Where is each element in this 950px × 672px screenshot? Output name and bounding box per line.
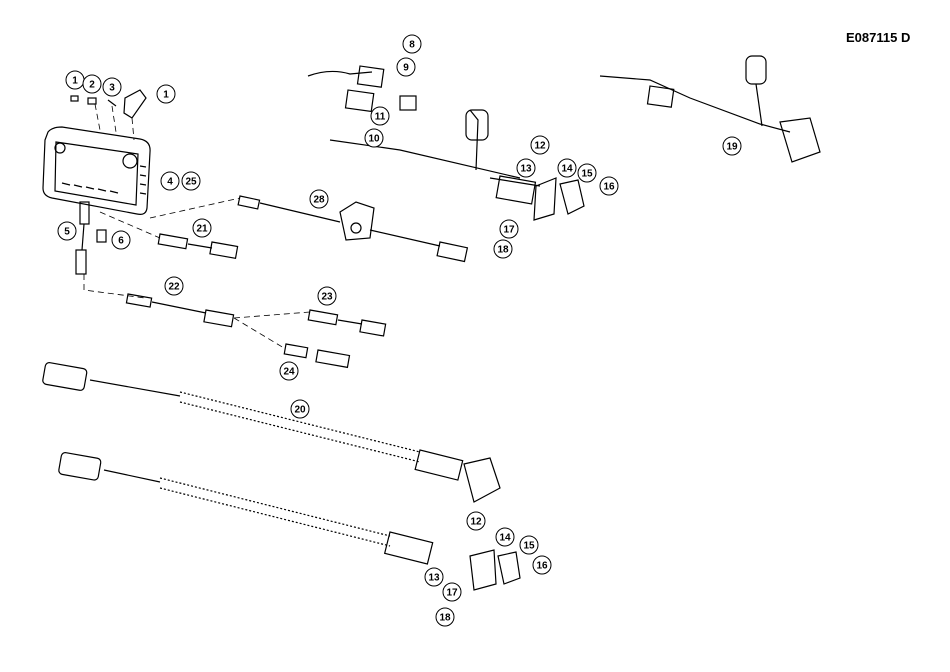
callout-16: 16 bbox=[600, 177, 618, 195]
callout-20: 20 bbox=[291, 400, 309, 418]
callout-label: 1 bbox=[163, 90, 169, 101]
callout-9: 9 bbox=[397, 58, 415, 76]
callout-label: 2 bbox=[89, 80, 95, 91]
callout-label: 1 bbox=[72, 76, 78, 87]
callout-label: 13 bbox=[428, 573, 440, 584]
callout-10: 10 bbox=[365, 129, 383, 147]
callout-label: 14 bbox=[561, 164, 573, 175]
callout-label: 9 bbox=[403, 63, 409, 74]
callout-13: 13 bbox=[425, 568, 443, 586]
cable-22 bbox=[126, 294, 385, 367]
callout-label: 4 bbox=[167, 177, 173, 188]
callout-label: 10 bbox=[368, 134, 380, 145]
callout-6: 6 bbox=[112, 231, 130, 249]
callout-label: 12 bbox=[470, 517, 482, 528]
callout-3: 3 bbox=[103, 78, 121, 96]
callout-label: 18 bbox=[497, 245, 509, 256]
callout-label: 15 bbox=[523, 541, 535, 552]
callout-label: 15 bbox=[581, 169, 593, 180]
callout-12: 12 bbox=[531, 136, 549, 154]
mount-parts bbox=[71, 90, 146, 140]
callout-24: 24 bbox=[280, 362, 298, 380]
callout-2: 2 bbox=[83, 75, 101, 93]
callout-label: 16 bbox=[536, 561, 548, 572]
callout-label: 14 bbox=[499, 533, 511, 544]
callout-18: 18 bbox=[436, 608, 454, 626]
callout-label: 18 bbox=[439, 613, 451, 624]
callout-label: 28 bbox=[313, 195, 325, 206]
harness-19 bbox=[600, 56, 820, 162]
callout-15: 15 bbox=[520, 536, 538, 554]
callout-5: 5 bbox=[58, 222, 76, 240]
callout-1: 1 bbox=[157, 85, 175, 103]
callout-label: 13 bbox=[520, 164, 532, 175]
callout-label: 23 bbox=[321, 292, 333, 303]
callout-14: 14 bbox=[496, 528, 514, 546]
callout-label: 5 bbox=[64, 227, 70, 238]
callout-8: 8 bbox=[403, 35, 421, 53]
callout-18: 18 bbox=[494, 240, 512, 258]
callout-17: 17 bbox=[443, 583, 461, 601]
callout-label: 12 bbox=[534, 141, 546, 152]
callout-1: 1 bbox=[66, 71, 84, 89]
callout-21: 21 bbox=[193, 219, 211, 237]
illustration bbox=[42, 56, 820, 590]
callout-28: 28 bbox=[310, 190, 328, 208]
callout-label: 11 bbox=[375, 112, 386, 123]
callout-label: 8 bbox=[409, 40, 415, 51]
callout-25: 25 bbox=[182, 172, 200, 190]
callout-17: 17 bbox=[500, 220, 518, 238]
callout-label: 16 bbox=[603, 182, 615, 193]
callout-label: 24 bbox=[283, 367, 295, 378]
callout-15: 15 bbox=[578, 164, 596, 182]
callout-label: 20 bbox=[294, 405, 306, 416]
callout-label: 22 bbox=[168, 282, 180, 293]
callout-11: 11 bbox=[371, 107, 389, 125]
callout-22: 22 bbox=[165, 277, 183, 295]
callout-label: 19 bbox=[726, 142, 738, 153]
callout-label: 3 bbox=[109, 83, 115, 94]
callout-label: 21 bbox=[196, 224, 208, 235]
callout-23: 23 bbox=[318, 287, 336, 305]
callout-19: 19 bbox=[723, 137, 741, 155]
callout-4: 4 bbox=[161, 172, 179, 190]
callout-16: 16 bbox=[533, 556, 551, 574]
callout-13: 13 bbox=[517, 159, 535, 177]
callout-label: 17 bbox=[446, 588, 458, 599]
callout-label: 25 bbox=[185, 177, 197, 188]
callout-12: 12 bbox=[467, 512, 485, 530]
cable-20 bbox=[42, 362, 520, 590]
callout-14: 14 bbox=[558, 159, 576, 177]
callout-label: 6 bbox=[118, 236, 124, 247]
callout-label: 17 bbox=[503, 225, 515, 236]
terminal-display bbox=[43, 127, 150, 214]
